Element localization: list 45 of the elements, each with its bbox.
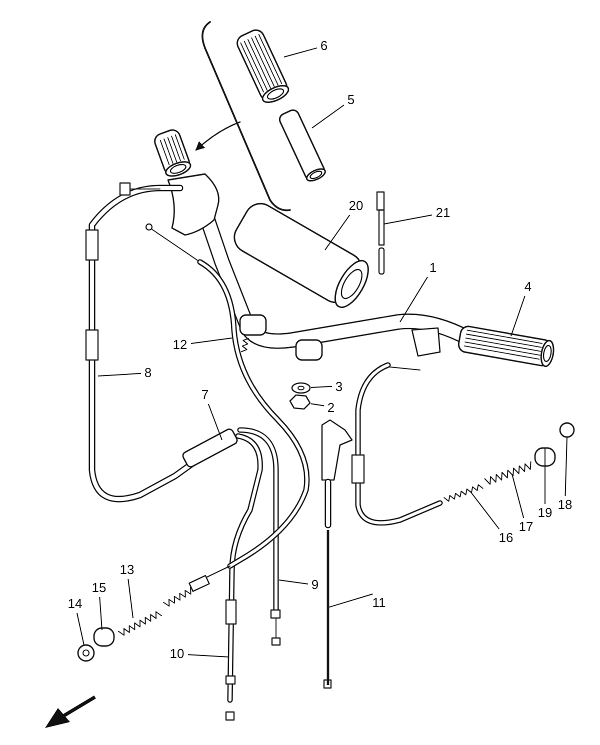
leader-line — [564, 436, 568, 496]
callout-number: 4 — [522, 279, 534, 295]
leader-line — [76, 612, 84, 646]
leader-line — [312, 104, 344, 128]
callout-number: 11 — [369, 595, 389, 611]
leader-line — [190, 338, 232, 344]
callout-number: 18 — [555, 497, 575, 513]
leader-line — [470, 490, 500, 530]
leader-line — [324, 214, 350, 250]
leader-line — [99, 596, 102, 630]
callout-number: 20 — [346, 198, 366, 214]
callout-number: 9 — [309, 577, 321, 593]
callout-number: 5 — [345, 92, 357, 108]
callout-number: 14 — [65, 596, 85, 612]
callout-number: 19 — [535, 505, 555, 521]
leader-line — [512, 474, 524, 518]
callout-number: 21 — [433, 205, 453, 221]
leader-line — [544, 448, 546, 504]
leader-line — [400, 276, 428, 322]
leader-line — [510, 296, 526, 336]
leader-line — [98, 372, 142, 376]
washer-drawing — [291, 382, 311, 394]
leader-line — [310, 403, 324, 406]
leader-line — [208, 404, 222, 440]
callout-number: 8 — [142, 365, 154, 381]
callout-number: 16 — [496, 530, 516, 546]
leader-line — [384, 214, 432, 224]
callout-number: 3 — [333, 379, 345, 395]
callout-number: 12 — [170, 337, 190, 353]
callout-number: 10 — [167, 646, 187, 662]
leader-line — [278, 580, 308, 585]
callout-number: 6 — [318, 38, 330, 54]
leader-line — [128, 578, 134, 618]
callout-number: 15 — [89, 580, 109, 596]
cable-wire-drawing — [326, 530, 330, 685]
leader-line — [188, 654, 230, 658]
callout-number: 2 — [325, 400, 337, 416]
callout-number: 17 — [516, 519, 536, 535]
callout-number: 1 — [427, 260, 439, 276]
nut-drawing — [289, 394, 311, 410]
callout-number: 7 — [199, 387, 211, 403]
leader-line — [310, 386, 332, 388]
callout-number: 13 — [117, 562, 137, 578]
leader-line — [284, 47, 318, 58]
leader-line — [328, 594, 374, 608]
